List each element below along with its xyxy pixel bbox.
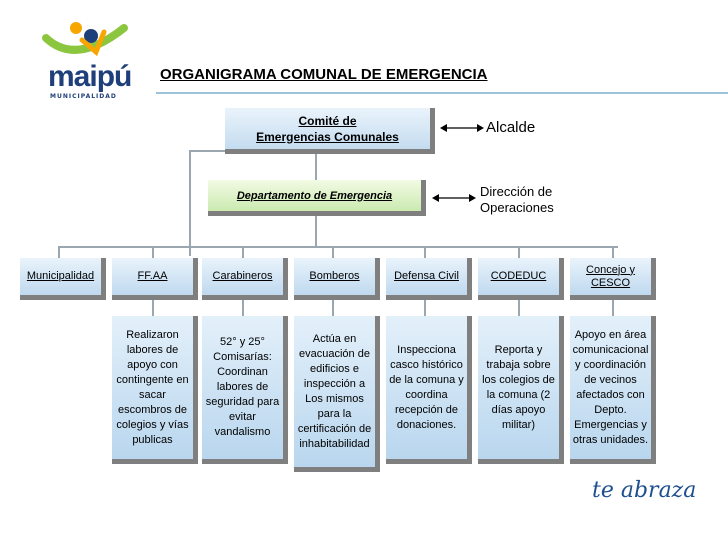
unit-concejo-cesco: Concejo y CESCO	[570, 258, 656, 300]
connector-line	[152, 300, 154, 316]
connector-line	[58, 246, 60, 258]
connector-line	[189, 150, 191, 256]
unit-municipalidad: Municipalidad	[20, 258, 106, 300]
detail-defensa-civil: Inspecciona casco histórico de la comuna…	[386, 316, 472, 464]
page-title: ORGANIGRAMA COMUNAL DE EMERGENCIA	[160, 66, 488, 83]
comite-box: Comité de Emergencias Comunales	[225, 108, 435, 154]
connector-line	[612, 300, 614, 316]
detail-text: Inspecciona casco histórico de la comuna…	[389, 343, 464, 431]
unit-codeduc: CODEDUC	[478, 258, 564, 300]
departamento-box: Departamento de Emergencia	[208, 180, 426, 216]
direccion-line1: Dirección de	[480, 184, 553, 199]
connector-line	[315, 214, 317, 248]
connector-line	[612, 246, 614, 258]
connector-line	[424, 246, 426, 258]
logo-subtitle: MUNICIPALIDAD	[50, 93, 117, 100]
unit-bomberos: Bomberos	[294, 258, 380, 300]
detail-text: Reporta y trabaja sobre los colegios de …	[482, 343, 555, 431]
unit-label: Carabineros	[212, 270, 273, 282]
comite-line2: Emergencias Comunales	[256, 129, 399, 144]
connector-line	[332, 300, 334, 316]
unit-defensa-civil: Defensa Civil	[386, 258, 472, 300]
direccion-label: Dirección de Operaciones	[480, 184, 554, 216]
unit-carabineros: Carabineros	[202, 258, 288, 300]
connector-line	[424, 300, 426, 316]
connector-line	[58, 246, 618, 248]
connector-line	[332, 246, 334, 258]
detail-codeduc: Reporta y trabaja sobre los colegios de …	[478, 316, 564, 464]
header-divider	[156, 92, 728, 94]
unit-label: Concejo y CESCO	[586, 263, 635, 289]
double-arrow-icon	[440, 124, 484, 132]
connector-line	[189, 150, 225, 152]
unit-ffaa: FF.AA	[112, 258, 198, 300]
connector-line	[152, 246, 154, 258]
double-arrow-icon	[432, 194, 476, 202]
alcalde-label: Alcalde	[486, 119, 536, 136]
connector-line	[242, 246, 244, 258]
detail-text: 52° y 25° Comisarías: Coordinan labores …	[205, 336, 280, 438]
departamento-label: Departamento de Emergencia	[236, 189, 393, 202]
direccion-line2: Operaciones	[480, 200, 554, 215]
unit-label: FF.AA	[137, 270, 168, 282]
detail-text: Realizaron labores de apoyo con continge…	[116, 328, 189, 446]
connector-line	[518, 246, 520, 258]
tagline: te abraza	[592, 478, 697, 503]
detail-ffaa: Realizaron labores de apoyo con continge…	[112, 316, 198, 464]
connector-line	[242, 300, 244, 316]
comite-line1: Comité de	[298, 113, 357, 128]
connector-line	[315, 150, 317, 182]
unit-label: CODEDUC	[490, 270, 547, 282]
detail-text: Apoyo en área comunicacional y coordinac…	[572, 328, 649, 446]
unit-label: Defensa Civil	[394, 270, 459, 282]
detail-carabineros: 52° y 25° Comisarías: Coordinan labores …	[202, 316, 288, 464]
connector-line	[518, 300, 520, 316]
detail-concejo-cesco: Apoyo en área comunicacional y coordinac…	[570, 316, 656, 464]
maipu-logo: maipú MUNICIPALIDAD	[28, 18, 138, 100]
detail-bomberos: Actúa en evacuación de edificios e inspe…	[294, 316, 380, 472]
unit-label: Municipalidad	[26, 270, 95, 282]
logo-brand: maipú	[48, 60, 132, 93]
detail-text: Actúa en evacuación de edificios e inspe…	[297, 332, 372, 450]
logo-emblem-icon	[42, 22, 128, 57]
unit-label: Bomberos	[309, 270, 360, 282]
